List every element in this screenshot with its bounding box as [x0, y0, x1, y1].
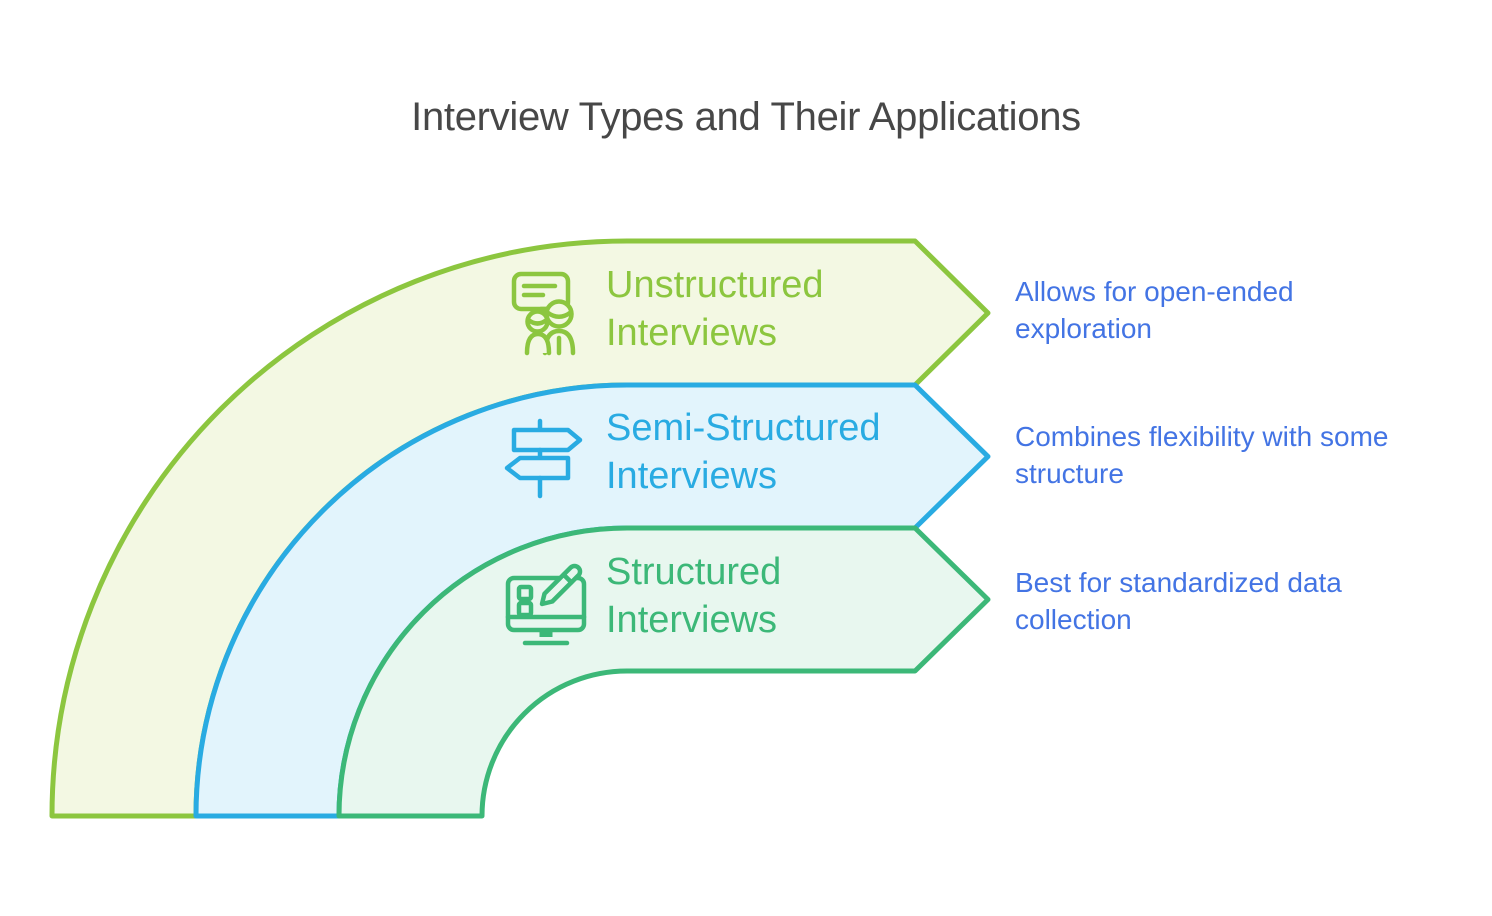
sign-left-arrow [504, 455, 571, 481]
band-label-line: Interviews [606, 312, 778, 354]
monitor-screen [505, 575, 587, 633]
band-description-line: Combines flexibility with some [1015, 421, 1389, 452]
signpost-icon [504, 418, 583, 499]
band-description-line: Best for standardized data [1015, 567, 1342, 598]
checklist-box [516, 600, 534, 618]
band-description-line: Allows for open-ended [1015, 276, 1294, 307]
checklist-box [516, 584, 534, 602]
band-label-line: Structured [606, 551, 782, 593]
band-label-line: Interviews [606, 455, 778, 497]
band-label-line: Semi-Structured [606, 407, 881, 449]
band-label-semi-structured: Semi-Structured Interviews [606, 404, 881, 500]
band-description-line: collection [1015, 604, 1132, 635]
band-label-unstructured: Unstructured Interviews [606, 261, 824, 357]
band-description-line: exploration [1015, 313, 1152, 344]
sign-right-arrow [511, 427, 583, 453]
person-face-line [545, 310, 573, 319]
band-description-structured: Best for standardized data collection [1015, 564, 1342, 638]
band-description-unstructured: Allows for open-ended exploration [1015, 273, 1294, 347]
person-shoulders [524, 331, 552, 356]
speech-bubble-people-icon [511, 271, 576, 356]
pencil-ferrule-line [561, 572, 574, 585]
band-label-line: Interviews [606, 599, 778, 641]
page-title: Interview Types and Their Applications [411, 95, 1081, 139]
band-structured-shape [336, 525, 991, 819]
band-description-semi-structured: Combines flexibility with some structure [1015, 418, 1388, 492]
pencil [539, 563, 583, 607]
monitor-checklist-pencil-icon [505, 563, 587, 646]
person-face-line [526, 317, 549, 326]
band-label-line: Unstructured [606, 264, 824, 306]
band-label-structured: Structured Interviews [606, 548, 781, 644]
band-description-line: structure [1015, 458, 1124, 489]
